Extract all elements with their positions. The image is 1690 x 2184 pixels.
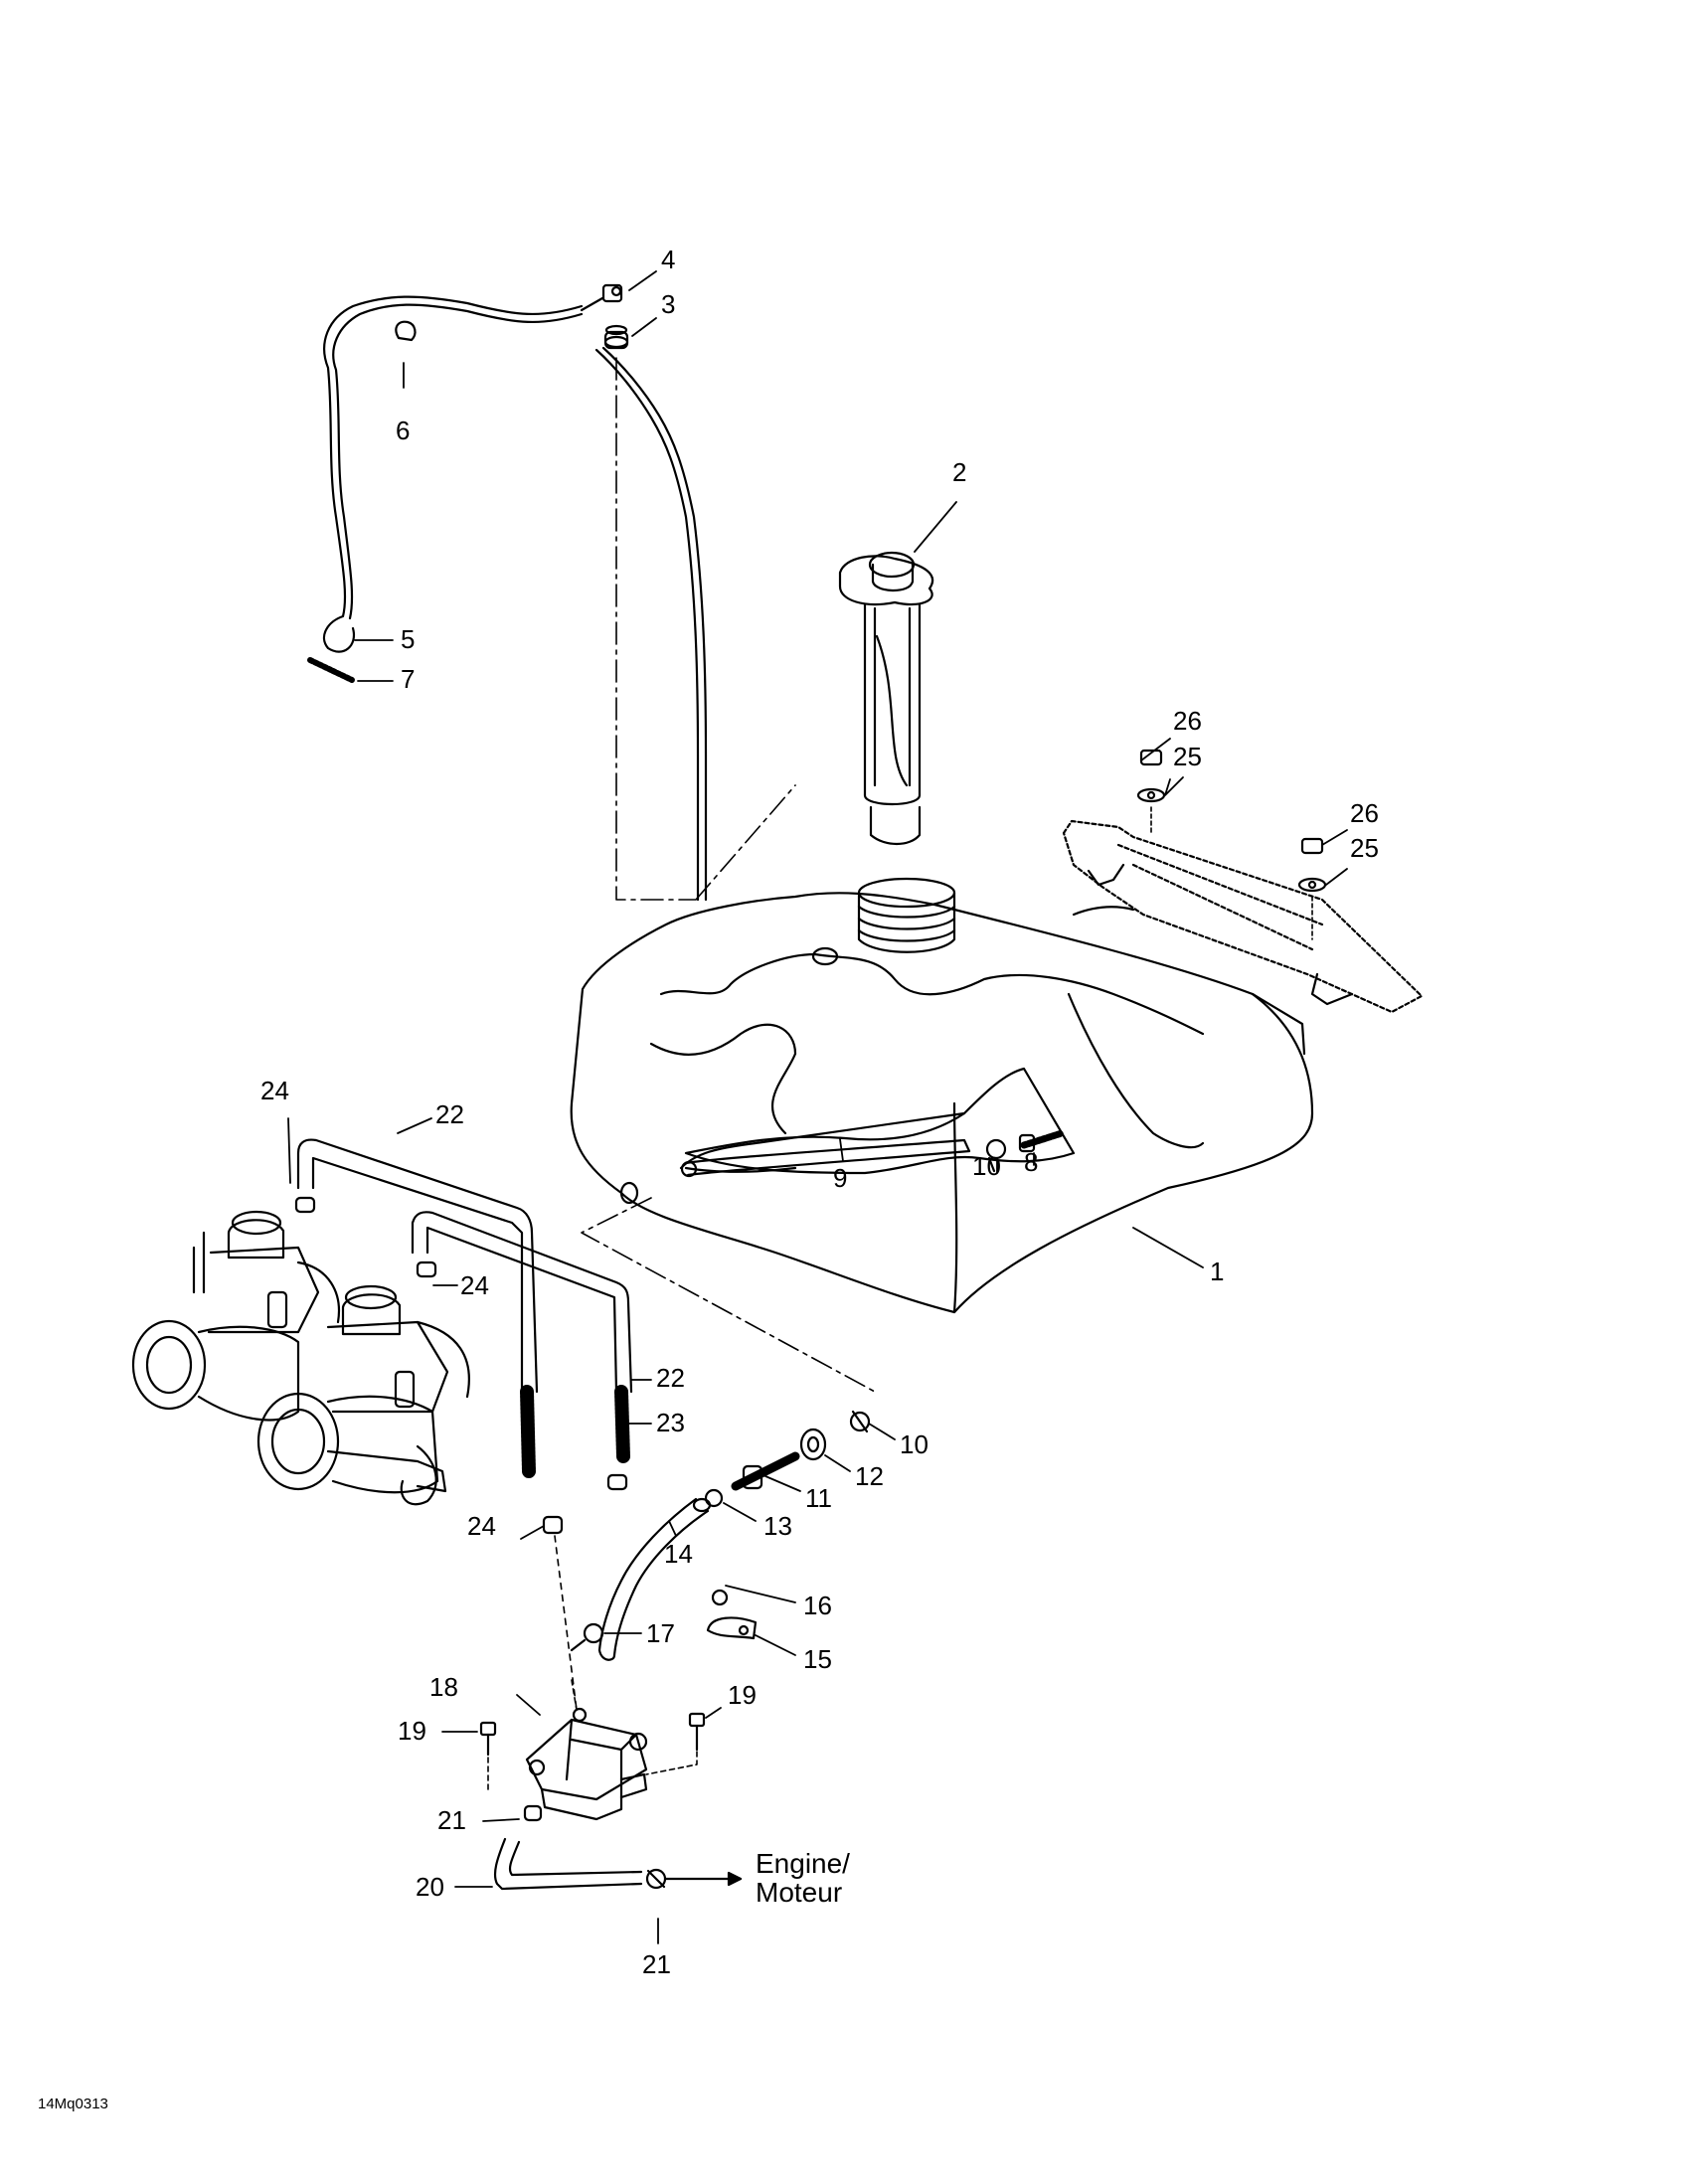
callout-22b: 22 (656, 1363, 685, 1393)
callout-11: 11 (805, 1483, 832, 1513)
callout-10a: 10 (972, 1151, 1001, 1181)
callout-2: 2 (952, 457, 967, 487)
fuel-tank-1 (570, 892, 1314, 1314)
callout-16: 16 (803, 1591, 832, 1620)
callout-21a: 21 (437, 1805, 466, 1835)
fuel-pump-18 (525, 1707, 648, 1821)
vent-line (322, 295, 708, 902)
callout-26b: 26 (1350, 798, 1379, 828)
callout-25a: 25 (1173, 742, 1202, 771)
callout-17: 17 (646, 1618, 675, 1648)
leader-lines (287, 270, 1348, 1944)
callout-6: 6 (396, 416, 411, 445)
clamp-21b (645, 1868, 667, 1890)
hose-20 (493, 1837, 643, 1891)
callout-20: 20 (416, 1872, 444, 1902)
figure-id: 14Mq0313 (38, 2096, 108, 2112)
callout-21b: 21 (642, 1949, 671, 1979)
callout-14: 14 (664, 1539, 693, 1569)
callout-24c: 24 (467, 1511, 496, 1541)
screw-19a (479, 1721, 497, 1757)
clamp-24c (542, 1515, 564, 1535)
clamp-10b (849, 1410, 871, 1433)
clamp-13 (704, 1488, 724, 1508)
washer-25a (1136, 787, 1166, 803)
callout-7: 7 (401, 664, 416, 694)
clamp-10a (985, 1138, 1007, 1173)
callout-25b: 25 (1350, 833, 1379, 863)
filler-neck (857, 877, 956, 953)
engine-label-en: Engine/ (756, 1848, 850, 1879)
washer-25b (1297, 877, 1327, 893)
clamp-24d (606, 1473, 628, 1491)
callout-24a: 24 (260, 1076, 289, 1105)
vent-hose-22b (411, 1211, 633, 1394)
engine-destination-label: Engine/ Moteur (756, 1849, 850, 1908)
fitting-8 (1018, 1129, 1066, 1153)
fuel-gauge-2 (838, 551, 934, 846)
carburetor-right (256, 1284, 470, 1506)
callout-23: 23 (656, 1408, 685, 1437)
nut-26a (1139, 749, 1163, 766)
callout-19b: 19 (728, 1680, 757, 1710)
callout-18: 18 (429, 1672, 458, 1702)
callout-9: 9 (833, 1163, 848, 1193)
engine-label-fr: Moteur (756, 1877, 843, 1909)
nut-16 (711, 1589, 729, 1606)
callout-13: 13 (763, 1511, 792, 1541)
callout-8: 8 (1024, 1147, 1039, 1177)
clip-15 (706, 1616, 758, 1640)
callout-3: 3 (661, 289, 676, 319)
callout-4: 4 (661, 245, 676, 274)
callout-12: 12 (855, 1461, 884, 1491)
grommet-3 (603, 324, 629, 350)
callout-1: 1 (1210, 1257, 1225, 1286)
callout-22a: 22 (435, 1099, 464, 1129)
clamp-21a (523, 1804, 543, 1822)
callout-19a: 19 (398, 1716, 426, 1746)
spring-23a (520, 1385, 536, 1478)
callout-26a: 26 (1173, 706, 1202, 736)
callout-5: 5 (401, 624, 416, 654)
vent-fitting-4 (601, 283, 623, 303)
carburetor-left (131, 1210, 341, 1422)
callout-15: 15 (803, 1644, 832, 1674)
clamp-17 (570, 1622, 604, 1652)
grommet-12 (799, 1428, 827, 1461)
clamp-24a (294, 1196, 316, 1214)
screw-19b (688, 1712, 706, 1752)
tank-bracket (1062, 819, 1424, 1014)
hose-9 (680, 1138, 971, 1178)
nut-26b (1300, 837, 1324, 855)
callout-10b: 10 (900, 1429, 929, 1459)
outlet-fitting-11 (731, 1451, 800, 1491)
vent-hose-22a (296, 1138, 539, 1394)
spring-7 (307, 657, 355, 683)
callout-24b: 24 (460, 1270, 489, 1300)
clamp-24b (416, 1260, 437, 1278)
clip-6 (395, 320, 417, 342)
